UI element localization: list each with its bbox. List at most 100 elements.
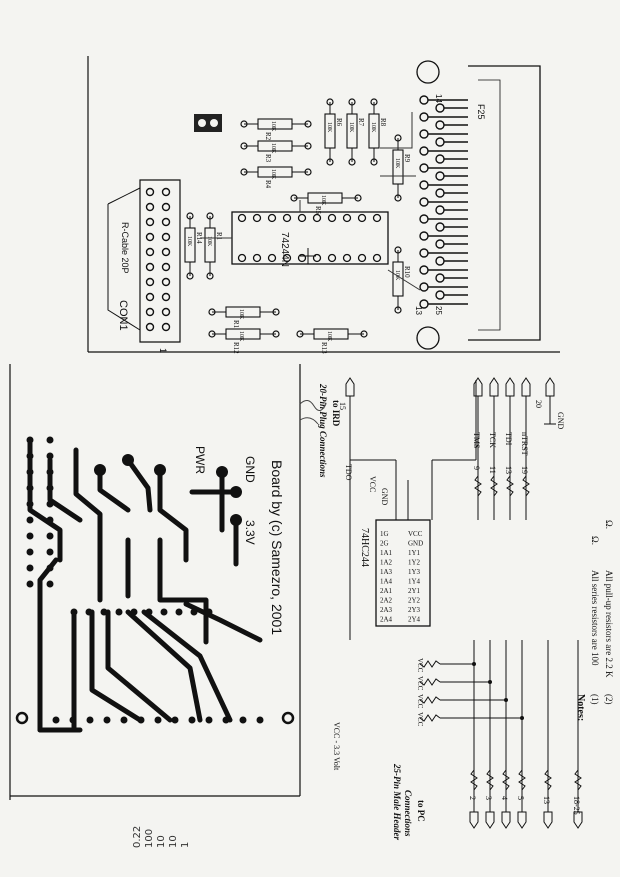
resistor-pad [304, 120, 312, 128]
resistor-ref: R9 [403, 154, 411, 163]
con1-pin [145, 217, 155, 227]
connector-label: F25 [476, 104, 486, 120]
chip-pin-label-right: 1Y2 [408, 559, 421, 567]
resistor-value: 10K [320, 195, 326, 206]
con1-header: R-Cable 20P CON1 1 [107, 179, 181, 353]
pad [26, 484, 34, 492]
chip-pin-label-right: 1Y4 [408, 578, 421, 586]
con1-pin [161, 262, 171, 272]
con1-pin [145, 202, 155, 212]
output-pin: 9 [472, 466, 481, 470]
resistor-value: 10K [370, 122, 376, 133]
ic-pin-pad [327, 253, 337, 263]
vcc-33-label: VCC - 3.3 Volt [332, 722, 341, 771]
pullup-resistor [419, 660, 441, 668]
resistor-body [257, 166, 293, 178]
ic-label: 74244N [279, 232, 290, 267]
con1-pin [161, 247, 171, 257]
db25-pin-pad [435, 120, 445, 130]
output-connector [505, 377, 515, 397]
ic-pin-pad [372, 213, 382, 223]
con1-pin [145, 292, 155, 302]
series-resistor [470, 769, 478, 791]
chip-pin-label-right: 2Y2 [408, 597, 421, 605]
pad [46, 580, 54, 588]
ic-pin-pad [372, 253, 382, 263]
resistor-ref: R3 [264, 154, 272, 163]
con1-pin [145, 247, 155, 257]
db25-pin-pad [419, 163, 429, 173]
header-connector [543, 811, 553, 829]
series-resistor [518, 769, 526, 791]
db25-connector: F25 14 25 13 [414, 60, 541, 350]
pad [188, 716, 196, 724]
db25-pin-pad [435, 205, 445, 215]
con1-pin [145, 277, 155, 287]
pad [46, 532, 54, 540]
db25-pin-pad [435, 222, 445, 232]
3v3-label: 3.3V [243, 520, 257, 545]
db25-pin-pad [435, 154, 445, 164]
con1-pin [161, 277, 171, 287]
resistor-value: 10K [238, 309, 244, 320]
db25-pin-pad [419, 129, 429, 139]
junction [488, 680, 492, 684]
resistor-ref: R7 [357, 118, 365, 127]
header-connector [573, 811, 583, 829]
resistor-pad [354, 194, 362, 202]
pad [26, 500, 34, 508]
resistor-pad [394, 194, 402, 202]
top-board-traces [200, 112, 421, 291]
resistor-ref: R12 [232, 342, 240, 354]
resistor-body [257, 118, 293, 130]
resistor-pad [370, 158, 378, 166]
db25-pin-pad [435, 103, 445, 113]
pad [205, 716, 213, 724]
resistor-body [204, 227, 216, 263]
resistor-ref: R8 [379, 118, 387, 127]
series-resistor [522, 475, 530, 497]
output-name: TMS [472, 432, 481, 448]
pad [46, 452, 54, 460]
resistor-body [392, 149, 404, 185]
pad [190, 608, 198, 616]
note2-ohm: Ω. [604, 520, 614, 529]
con1-pin [161, 307, 171, 317]
output-name: nTRST [520, 432, 529, 456]
ic-74244-footprint: 74244N [231, 211, 389, 267]
ic-pin-pad [327, 213, 337, 223]
resistor-value: 10K [394, 158, 400, 169]
db25-pin-pad [435, 273, 445, 283]
resistor-pad [208, 330, 216, 338]
pad [26, 548, 34, 556]
pin-15-label: 15 [338, 402, 347, 410]
series-resistor [486, 769, 494, 791]
resistor-pad [186, 272, 194, 280]
header-pin-label: 5 [516, 796, 525, 800]
db25-pin-pad [419, 214, 429, 224]
note1-text: All series resistors are 100 [590, 570, 600, 666]
vcc-top: VCC [368, 476, 377, 492]
chip-pin-label-right: 2Y4 [408, 616, 421, 624]
board-credit: Board by (c) Samezro, 2001 [269, 460, 285, 635]
note2-num: (2) [604, 694, 614, 705]
resistor-ref: R14 [195, 232, 203, 244]
db25-pin-pad [435, 239, 445, 249]
pin-14-label: 14 [434, 94, 443, 103]
resistor-body [225, 306, 261, 318]
resistor-pad [206, 272, 214, 280]
jumper-block [194, 114, 222, 132]
chip-pin-label-left: 2A3 [380, 606, 393, 614]
resistor-pad [186, 212, 194, 220]
ic-pin-pad [237, 253, 247, 263]
resistor-value: 10K [238, 331, 244, 342]
db25-pin-pad [419, 95, 429, 105]
series-resistor [574, 769, 582, 791]
resistor-pad [272, 308, 280, 316]
